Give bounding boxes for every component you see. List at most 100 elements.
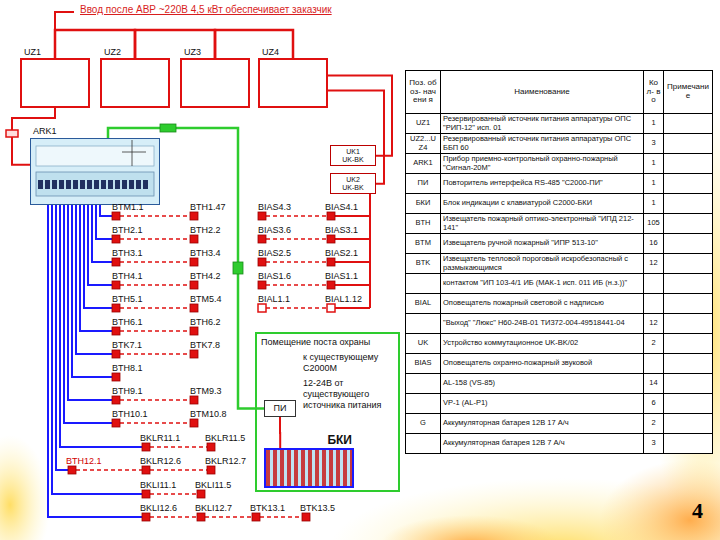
table-cell-frame <box>664 434 713 454</box>
device-label: BKLR12.7 <box>205 456 246 467</box>
table-cell-frame: Наименование <box>441 71 644 114</box>
loop-wires <box>52 205 142 494</box>
detector-symbol <box>112 304 120 312</box>
table-cell: Аккумуляторная батарея 12В 7 А/ч <box>443 438 565 447</box>
table-cell-frame <box>664 374 713 394</box>
sounder-label: BIAS4.3 <box>258 202 291 213</box>
table-cell: BTM <box>415 238 431 247</box>
sounder-wires <box>335 307 370 309</box>
indicator-panel: БКИ <box>264 448 354 488</box>
device-label: BTM5.4 <box>190 294 222 305</box>
node-label: UZ3 <box>184 47 201 58</box>
table-row: контактом "ИП 103-4/1 ИБ (МАК-1 исп. 011… <box>406 274 713 294</box>
loop-wires <box>96 205 112 239</box>
flame-background <box>600 460 720 540</box>
device-label: BTH6.2 <box>190 317 221 328</box>
interface-block <box>233 262 243 274</box>
loop-wires <box>120 307 190 309</box>
detector-symbol <box>190 304 198 312</box>
table-cell: Блок индикации с клавиатурой С2000-БКИ <box>443 198 592 207</box>
table-cell-frame <box>664 294 713 314</box>
detector-symbol <box>190 350 198 358</box>
detector-symbol <box>190 235 198 243</box>
device-label: BTH4.1 <box>112 271 143 282</box>
table-cell-frame <box>664 114 713 134</box>
sounder-wires <box>327 235 335 243</box>
table-cell-frame: Аккумуляторная батарея 12В 17 А/ч <box>441 414 644 434</box>
table-cell-frame <box>664 254 713 274</box>
table-cell-frame <box>644 274 664 294</box>
flame-background <box>0 435 50 540</box>
table-cell-frame: UZ1 <box>406 114 441 134</box>
sounder-wires <box>335 261 370 263</box>
loop-wires <box>72 205 112 377</box>
table-cell-frame: 2 <box>644 414 664 434</box>
device-label: BTK7.8 <box>190 340 220 351</box>
table-row: ПИПовторитель интерфейса RS-485 "С2000-П… <box>406 174 713 194</box>
table-cell: 14 <box>649 378 657 387</box>
table-cell-frame: Оповещатель охранно-пожарный звуковой <box>441 354 644 374</box>
table-row: BTMИзвещатель ручной пожарный "ИПР 513-1… <box>406 234 713 254</box>
table-cell: Примечание <box>667 82 709 100</box>
table-cell: ARK1 <box>413 158 433 167</box>
sounder-wires <box>266 215 327 217</box>
loop-wires <box>150 516 197 518</box>
table-cell-frame: Аккумуляторная батарея 12В 7 А/ч <box>441 434 644 454</box>
table-cell: 1 <box>651 178 655 187</box>
table-cell: UZ1 <box>416 118 430 127</box>
detector-symbol <box>68 466 76 474</box>
table-cell-frame: Примечание <box>664 71 713 114</box>
node-label: UZ2 <box>104 47 121 58</box>
wire-connector <box>279 417 281 448</box>
loop-wires <box>260 516 302 518</box>
table-cell: Поз. обоз- начени я <box>409 78 436 105</box>
table-cell-frame: Оповещатель пожарный световой с надписью <box>441 294 644 314</box>
table-row: БКИБлок индикации с клавиатурой С2000-БК… <box>406 194 713 214</box>
loop-wires <box>150 493 197 495</box>
wire-connector <box>328 76 392 156</box>
sounder-label: BIAS4.1 <box>325 202 358 213</box>
table-cell-frame <box>406 394 441 414</box>
panel-body <box>52 180 57 189</box>
node-label: UK-BK <box>333 156 373 164</box>
sounder-wires <box>327 258 335 266</box>
table-cell-frame <box>664 274 713 294</box>
loop-wires <box>68 205 112 400</box>
loop-wires <box>120 284 190 286</box>
detector-symbol <box>112 258 120 266</box>
panel-body <box>129 180 134 189</box>
device-label: BKLI11.1 <box>140 480 176 491</box>
device-label: BTH3.4 <box>190 248 221 259</box>
table-cell-frame: Блок индикации с клавиатурой С2000-БКИ <box>441 194 644 214</box>
loop-wires <box>120 238 190 240</box>
sounder-wires <box>335 284 370 286</box>
device-label: BTH9.1 <box>112 386 143 397</box>
table-cell-frame <box>406 274 441 294</box>
loop-wires <box>84 205 112 308</box>
table-cell-frame: 2 <box>644 334 664 354</box>
fuse-symbol <box>6 130 18 137</box>
panel-body <box>36 172 154 196</box>
wire-connector <box>108 128 264 409</box>
node-label: UZ1 <box>24 47 41 58</box>
table-row: UKУстройство коммутационное UK-BK/022 <box>406 334 713 354</box>
device-label: BTH3.1 <box>112 248 143 259</box>
table-cell-frame: контактом "ИП 103-4/1 ИБ (МАК-1 исп. 011… <box>441 274 644 294</box>
table-cell-frame: 1 <box>644 114 664 134</box>
sounder-label: BIAS1.6 <box>258 271 291 282</box>
table-cell-frame: 6 <box>644 394 664 414</box>
table-row: BIASОповещатель охранно-пожарный звуково… <box>406 354 713 374</box>
table-cell-frame: Поз. обоз- начени я <box>406 71 441 114</box>
table-cell: контактом "ИП 103-4/1 ИБ (МАК-1 исп. 011… <box>443 278 627 287</box>
room-note: к существующему С2000М <box>303 352 395 374</box>
table-cell-frame: VP-1 (AL-P1) <box>441 394 644 414</box>
sounder-wires <box>258 258 266 266</box>
table-cell-frame <box>406 314 441 334</box>
loop-wires <box>76 469 142 471</box>
sounder-wires <box>258 281 266 289</box>
table-cell-frame: 1 <box>644 174 664 194</box>
power-supply-box: UZ3 <box>180 58 250 108</box>
device-label: BTH10.1 <box>112 409 148 420</box>
table-cell-frame: "Выход" "Люкс" Н60-24В-01 ТИ372-004-4951… <box>441 314 644 334</box>
device-label: BTK13.5 <box>300 503 335 514</box>
